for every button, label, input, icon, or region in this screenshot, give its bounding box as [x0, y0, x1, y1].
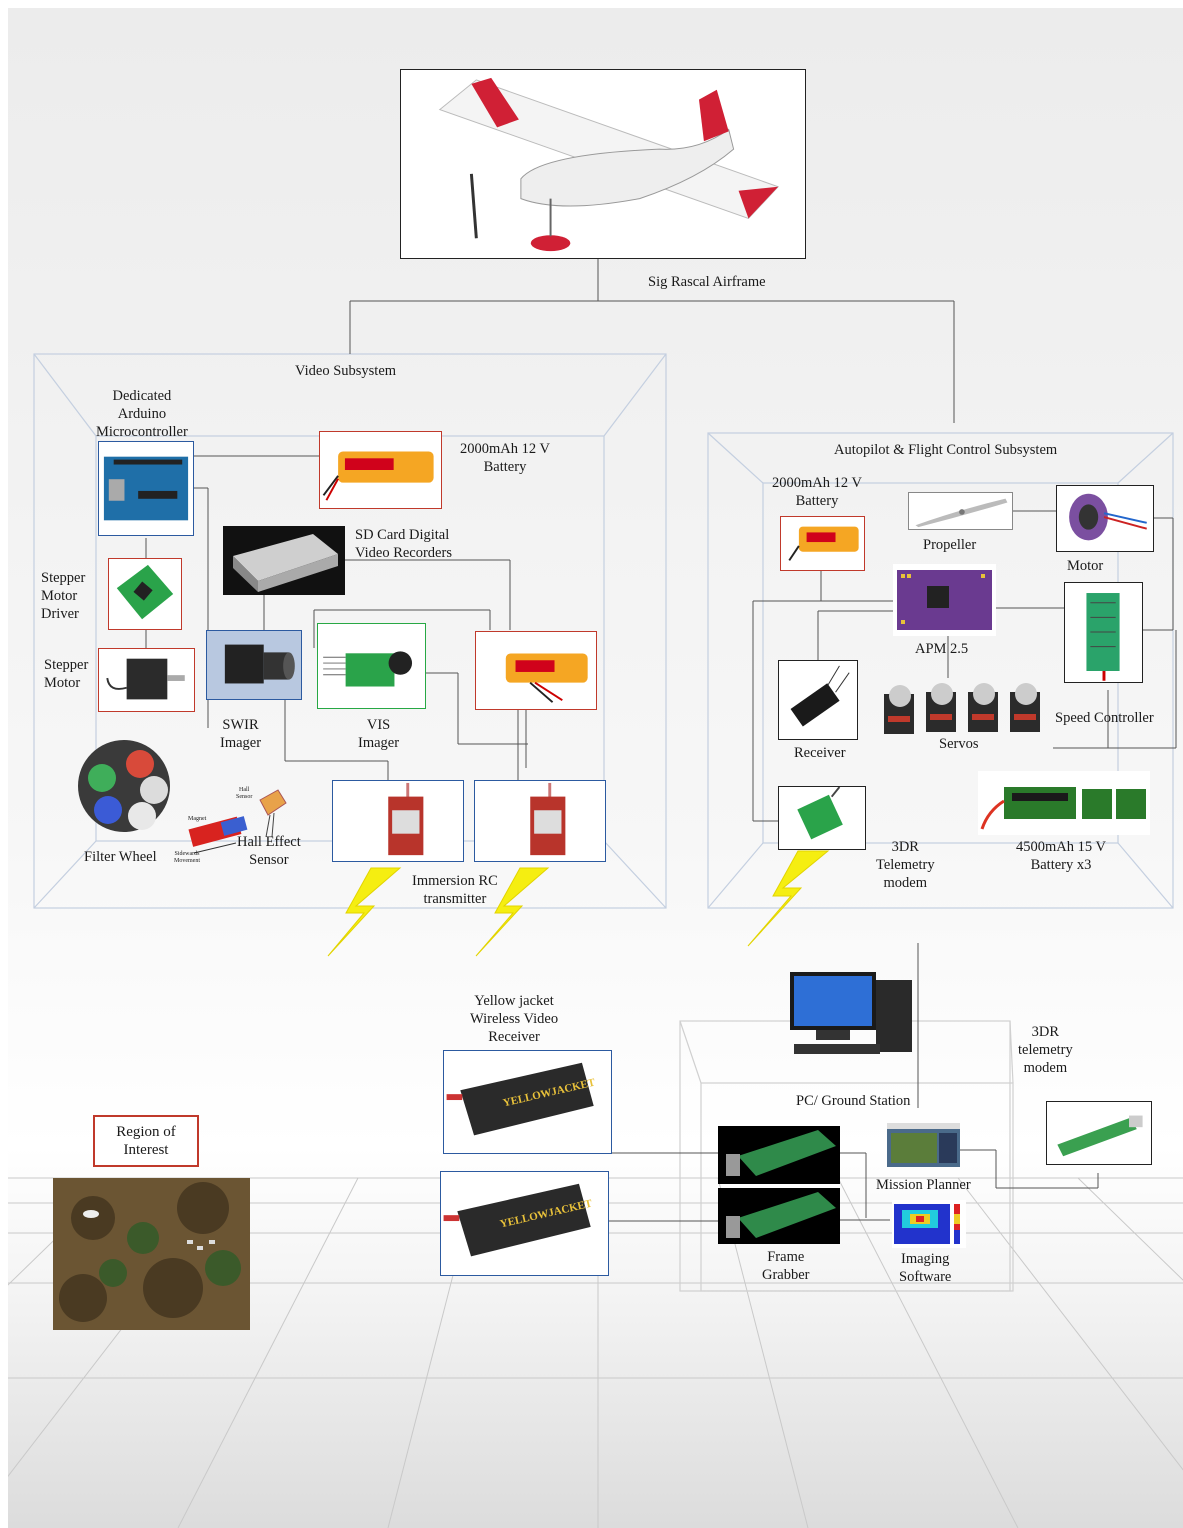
hall-tag-label: Hall Sensor: [236, 787, 253, 800]
stepper-motor-label: Stepper Motor: [44, 657, 89, 691]
transmitter-label: Immersion RC transmitter: [412, 873, 498, 907]
video-receiver-icon: [446, 1062, 594, 1136]
camera-board-icon: [323, 651, 413, 687]
flight-controller-icon: [897, 570, 992, 630]
autopilot-title: Autopilot & Flight Control Subsystem: [834, 442, 1058, 458]
frame-grabber-1-image: [718, 1126, 840, 1184]
esc-icon: [1086, 593, 1120, 681]
stepper-driver-label: Stepper Motor Driver: [41, 570, 86, 622]
station-label: PC/ Ground Station: [796, 1093, 911, 1109]
battery-icon: [322, 451, 434, 501]
filter-wheel-label: Filter Wheel: [84, 849, 157, 865]
battery-icon: [788, 526, 859, 561]
vis-image: [317, 623, 426, 709]
video-receiver-1-image: YELLOWJACKET: [443, 1050, 612, 1154]
aerial-forest-icon: [53, 1178, 250, 1330]
motor-icon: [106, 658, 185, 700]
arduino-image: [98, 441, 194, 536]
propeller-image: [908, 492, 1013, 530]
sd-recorder-image: [223, 526, 345, 595]
desktop-computer-icon: [790, 972, 912, 1054]
video-battery-label: 2000mAh 12 V Battery: [460, 441, 550, 475]
stepper-motor-image: [98, 648, 195, 712]
airframe-label: Sig Rascal Airframe: [648, 274, 766, 290]
brushless-motor-icon: [1069, 493, 1147, 541]
hall-effect-label: Hall Effect Sensor: [237, 834, 301, 868]
receiver-image: [778, 660, 858, 740]
large-battery-label: 4500mAh 15 V Battery x3: [1016, 839, 1106, 873]
transmitter-2-image: [474, 780, 606, 862]
servos-label: Servos: [939, 736, 979, 752]
stepper-driver-image: [108, 558, 182, 630]
frame-grabber-label: Frame Grabber: [762, 1249, 810, 1283]
video-receiver-2-image: YELLOWJACKET: [440, 1171, 609, 1276]
airplane-icon: [438, 77, 780, 252]
arduino-board-icon: [103, 456, 189, 521]
camera-icon: [224, 644, 295, 684]
wireless-bolts: [327, 850, 830, 957]
capture-card-icon: [726, 1192, 836, 1238]
filter-wheel-icon: [78, 740, 170, 832]
rc-receiver-icon: [790, 665, 850, 727]
autopilot-battery-image: [780, 516, 865, 571]
telemetry-ground-image: [1046, 1101, 1152, 1165]
autopilot-battery-label: 2000mAh 12 V Battery: [772, 475, 862, 509]
sd-recorder-label: SD Card Digital Video Recorders: [355, 527, 452, 561]
capture-card-icon: [726, 1130, 836, 1176]
receiver-label: Receiver: [794, 745, 846, 761]
diagram-canvas: Sig Rascal Airframe Video Subsystem Dedi…: [8, 8, 1183, 1528]
region-of-interest-label: Region of Interest: [93, 1115, 199, 1167]
connector-lines: [145, 259, 1177, 1222]
speed-controller-label: Speed Controller: [1055, 710, 1154, 726]
telemetry-air-image: [778, 786, 866, 850]
hall-sensor-icon: [188, 789, 287, 854]
video-receiver-label: Yellow jacket Wireless Video Receiver: [470, 993, 559, 1045]
swir-label: SWIR Imager: [220, 717, 262, 751]
telemetry-air-label: 3DR Telemetry modem: [876, 839, 935, 891]
frame-grabber-2-image: [718, 1188, 840, 1244]
telemetry-ground-label: 3DR telemetry modem: [1018, 1024, 1073, 1076]
imaging-software-image: [892, 1200, 966, 1248]
transmitter-icon: [530, 782, 566, 856]
speed-controller-image: [1064, 582, 1143, 683]
apm-label: APM 2.5: [915, 641, 969, 657]
video-battery-image: [319, 431, 442, 509]
magnet-tag-label: Magnet: [188, 816, 207, 822]
servo-icons: [884, 683, 1040, 734]
usb-telemetry-icon: [1057, 1115, 1143, 1157]
motor-image: [1056, 485, 1154, 552]
recorder-battery-image: [475, 631, 597, 710]
vis-label: VIS Imager: [358, 717, 400, 751]
video-receiver-icon: [443, 1183, 591, 1257]
imaging-software-label: Imaging Software: [899, 1251, 952, 1285]
movement-tag-label: Sidewards Movement: [174, 851, 200, 864]
battery-pack-icon: [980, 787, 1146, 830]
transmitter-1-image: [332, 780, 464, 862]
pc-image: [776, 968, 916, 1068]
transmitter-icon: [388, 782, 424, 856]
heatmap-icon: [894, 1204, 960, 1244]
battery-icon: [505, 653, 588, 703]
telemetry-module-icon: [797, 787, 843, 840]
map-software-icon: [887, 1123, 960, 1163]
mission-planner-label: Mission Planner: [876, 1177, 971, 1193]
video-subsystem-title: Video Subsystem: [295, 363, 397, 379]
propeller-icon: [915, 498, 1008, 528]
motor-label: Motor: [1067, 558, 1104, 574]
region-of-interest-image: [53, 1178, 250, 1330]
servos-image: [880, 676, 1050, 741]
filter-wheel-image: [76, 738, 172, 834]
video-recorder-icon: [233, 534, 338, 592]
mission-planner-image: [887, 1123, 960, 1167]
apm-image: [893, 564, 996, 636]
swir-image: [206, 630, 302, 700]
arduino-label: Dedicated Arduino Microcontroller: [96, 388, 188, 440]
driver-board-icon: [116, 564, 174, 620]
hall-sensor-image: [174, 785, 299, 863]
airframe-image: [400, 69, 806, 259]
large-battery-image: [978, 771, 1150, 835]
propeller-label: Propeller: [923, 537, 977, 553]
